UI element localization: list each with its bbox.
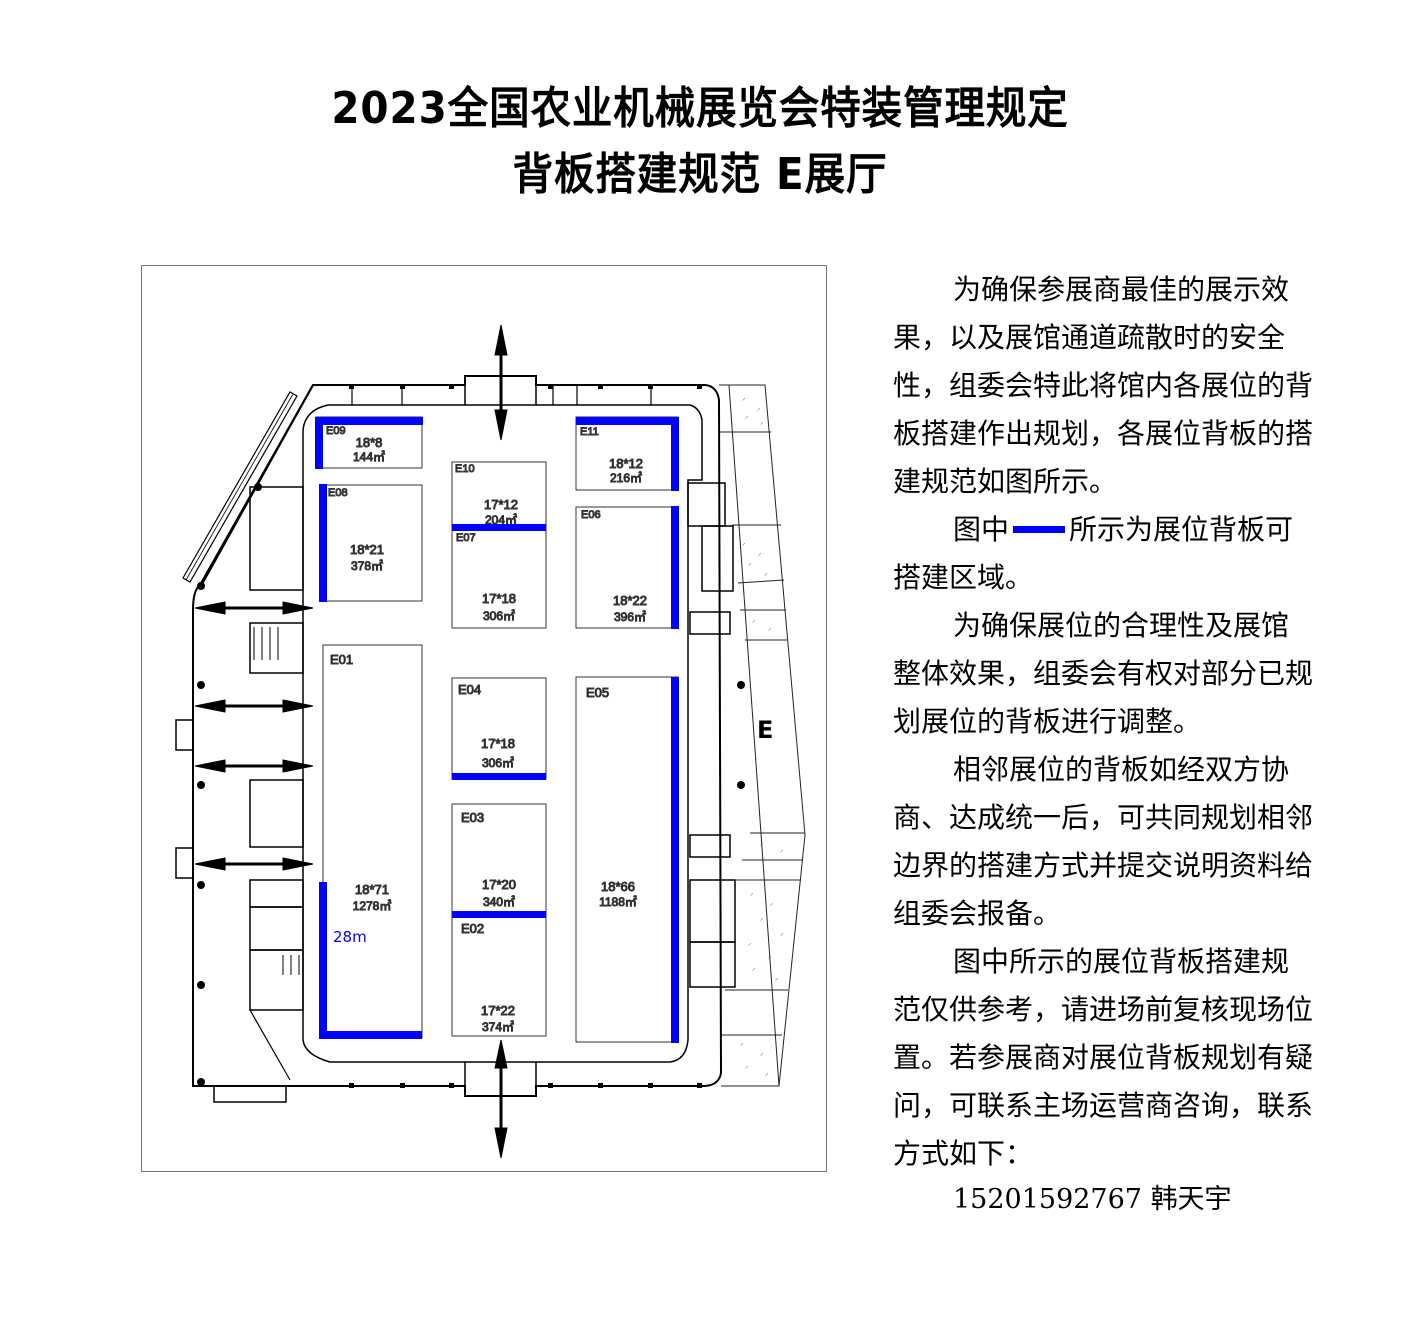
double-arrow-icon (494, 1039, 508, 1159)
svg-text:144㎡: 144㎡ (353, 450, 385, 464)
svg-text:306㎡: 306㎡ (482, 756, 514, 770)
svg-text:204㎡: 204㎡ (485, 513, 517, 527)
svg-text:⸝: ⸝ (752, 616, 756, 624)
floor-plan: ⸝ ⸝ ⸝ ⸝ ⸝ ⸝ ⸝ ⸝ ⸝ ⸝ ⸝ ⸝ ⸝ ⸝ ⸝ ⸝ ⸝ ⸝ ⸝ ⸝ ⸝ ⸝ ⸝ ⸝ E E09 (141, 265, 827, 1172)
svg-text:⸝: ⸝ (757, 404, 761, 412)
legend-suffix: 所示为展位背板可搭建区域。 (893, 513, 1294, 594)
backboard-zones (315, 417, 679, 1043)
svg-text:18*8: 18*8 (356, 435, 383, 450)
svg-text:⸝: ⸝ (748, 559, 752, 567)
svg-text:⸝: ⸝ (760, 914, 764, 922)
contact-name: 韩天宇 (1150, 1184, 1232, 1215)
double-arrow-icon (194, 857, 314, 871)
exterior-terrace: ⸝ ⸝ ⸝ ⸝ ⸝ ⸝ ⸝ ⸝ ⸝ ⸝ ⸝ ⸝ ⸝ ⸝ ⸝ ⸝ ⸝ ⸝ ⸝ ⸝ ⸝ ⸝ ⸝ ⸝ (719, 384, 806, 1087)
svg-text:⸝: ⸝ (768, 624, 772, 632)
dimension-label: 28m (333, 928, 367, 946)
svg-text:⸝: ⸝ (765, 1069, 769, 1077)
svg-text:17*12: 17*12 (484, 497, 518, 512)
legend-prefix: 图中 (953, 513, 1010, 546)
double-arrow-icon (194, 699, 314, 713)
svg-text:⸝: ⸝ (760, 1049, 764, 1057)
double-arrow-icon (194, 601, 314, 615)
booth-e10[interactable]: E10 17*12 204㎡ (451, 461, 547, 529)
svg-text:E08: E08 (328, 487, 348, 499)
booth-e04[interactable]: E04 17*18 306㎡ (451, 677, 547, 780)
svg-text:18*21: 18*21 (350, 542, 384, 557)
svg-text:E07: E07 (456, 532, 476, 544)
svg-text:17*22: 17*22 (481, 1003, 515, 1018)
svg-text:340㎡: 340㎡ (483, 895, 515, 909)
booth-e06[interactable]: E06 18*22 396㎡ (575, 506, 679, 629)
svg-text:⸝: ⸝ (758, 549, 762, 557)
svg-text:18*22: 18*22 (613, 593, 647, 608)
svg-text:⸝: ⸝ (748, 939, 752, 947)
left-service-rooms (175, 486, 304, 1103)
svg-text:E10: E10 (455, 463, 475, 475)
svg-text:17*18: 17*18 (481, 736, 515, 751)
booth-e02[interactable]: E02 17*22 374㎡ (451, 915, 547, 1037)
svg-text:396㎡: 396㎡ (614, 610, 646, 624)
contact-phone: 15201592767 (953, 1184, 1142, 1215)
legend-line: 图中所示为展位背板可搭建区域。 (893, 506, 1313, 602)
note-paragraph-3: 相邻展位的背板如经双方协商、达成统一后，可共同规划相邻边界的搭建方式并提交说明资… (893, 753, 1314, 930)
booth-e03[interactable]: E03 17*20 340㎡ (451, 803, 547, 917)
booths: E09 18*8 144㎡ E08 18*21 378㎡ E10 17*12 2… (315, 416, 679, 1043)
svg-text:18*12: 18*12 (609, 456, 643, 471)
booth-e11[interactable]: E11 18*12 216㎡ (575, 416, 679, 491)
svg-text:⸝: ⸝ (750, 889, 754, 897)
svg-text:374㎡: 374㎡ (482, 1020, 514, 1034)
svg-text:E02: E02 (461, 921, 484, 936)
svg-text:⸝: ⸝ (780, 846, 784, 854)
svg-text:⸝: ⸝ (742, 394, 746, 402)
booth-e07[interactable]: E07 17*18 306㎡ (451, 527, 547, 629)
svg-text:⸝: ⸝ (752, 964, 756, 972)
page-title-line1: 2023全国农业机械展览会特装管理规定 (331, 83, 1069, 134)
hall-label: E (757, 716, 773, 744)
svg-text:18*66: 18*66 (601, 879, 635, 894)
svg-text:17*20: 17*20 (482, 877, 516, 892)
notes-panel-2: 为确保展位的合理性及展馆整体效果，组委会有权对部分已规划展位的背板进行调整。 相… (893, 602, 1313, 1178)
svg-text:⸝: ⸝ (764, 569, 768, 577)
svg-text:⸝: ⸝ (770, 899, 774, 907)
svg-text:1278㎡: 1278㎡ (353, 899, 392, 913)
svg-text:378㎡: 378㎡ (351, 559, 383, 573)
svg-text:⸝: ⸝ (775, 974, 779, 982)
svg-text:⸝: ⸝ (760, 839, 764, 847)
svg-text:E04: E04 (458, 682, 481, 697)
svg-text:⸝: ⸝ (745, 412, 749, 420)
svg-text:216㎡: 216㎡ (610, 471, 642, 485)
svg-text:E11: E11 (580, 426, 599, 438)
note-paragraph-2: 为确保展位的合理性及展馆整体效果，组委会有权对部分已规划展位的背板进行调整。 (893, 609, 1314, 738)
notes-panel: 为确保参展商最佳的展示效果，以及展馆通道疏散时的安全性，组委会特此将馆内各展位的… (893, 266, 1313, 602)
double-arrow-icon (494, 324, 508, 441)
svg-text:E03: E03 (461, 810, 484, 825)
svg-text:306㎡: 306㎡ (483, 609, 515, 623)
booth-e09[interactable]: E09 18*8 144㎡ (315, 416, 423, 469)
svg-text:⸝: ⸝ (742, 539, 746, 547)
svg-text:1188㎡: 1188㎡ (599, 895, 637, 909)
svg-text:E06: E06 (581, 509, 601, 521)
svg-text:E05: E05 (586, 685, 609, 700)
booth-e05[interactable]: E05 18*66 1188㎡ (575, 676, 679, 1043)
booth-e08[interactable]: E08 18*21 378㎡ (319, 484, 423, 602)
backboard-legend-swatch (1013, 525, 1066, 533)
hall-walls (182, 375, 745, 1097)
evacuation-arrows (194, 324, 508, 1159)
double-arrow-icon (194, 759, 314, 773)
svg-text:E01: E01 (330, 652, 353, 667)
svg-text:17*18: 17*18 (482, 591, 516, 606)
page-title-line2: 背板搭建规范 E展厅 (512, 149, 888, 200)
right-service-rooms (687, 482, 736, 988)
booth-e01[interactable]: E01 18*71 1278㎡ (322, 644, 423, 1039)
svg-text:⸝: ⸝ (740, 1039, 744, 1047)
note-paragraph-4: 图中所示的展位背板搭建规范仅供参考，请进场前复核现场位置。若参展商对展位背板规划… (893, 945, 1314, 1170)
svg-text:⸝: ⸝ (745, 1062, 749, 1070)
svg-text:18*71: 18*71 (355, 882, 389, 897)
contact-info: 15201592767 韩天宇 (953, 1180, 1232, 1220)
svg-text:⸝: ⸝ (768, 952, 772, 960)
svg-text:⸝: ⸝ (780, 929, 784, 937)
svg-text:E09: E09 (326, 425, 346, 437)
note-paragraph-1: 为确保参展商最佳的展示效果，以及展馆通道疏散时的安全性，组委会特此将馆内各展位的… (893, 273, 1314, 498)
svg-text:⸝: ⸝ (760, 418, 764, 426)
